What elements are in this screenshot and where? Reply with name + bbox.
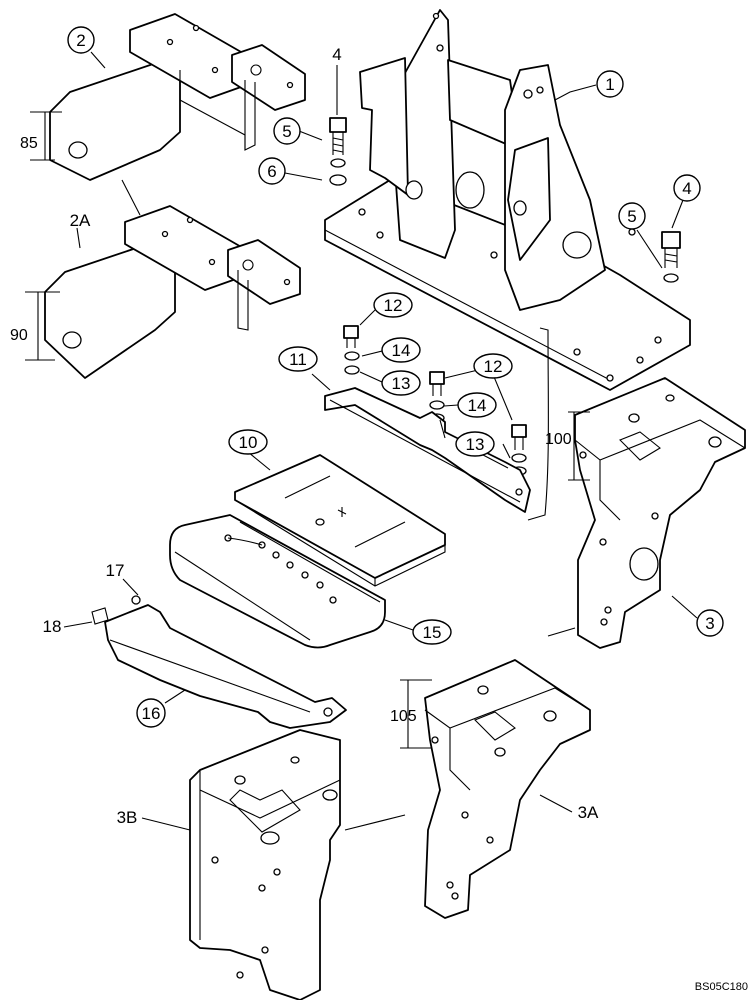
callout-12-left: 12 [373, 292, 413, 318]
part-15-cushion [169, 514, 386, 649]
link-line-2-2a [121, 179, 141, 216]
callout-13-left: 13 [381, 370, 421, 396]
bolt-12-right-upper [429, 371, 445, 396]
callout-4-right: 4 [673, 174, 701, 202]
svg-text:16: 16 [142, 704, 161, 723]
callout-2a: 2A [70, 211, 91, 230]
svg-text:1: 1 [605, 75, 614, 94]
svg-text:4: 4 [332, 45, 341, 64]
link-line-3a-3b [344, 814, 406, 831]
svg-text:11: 11 [289, 350, 307, 369]
link-line-3-3a [547, 627, 576, 637]
svg-text:17: 17 [106, 561, 125, 580]
svg-text:5: 5 [282, 122, 291, 141]
part-1-main-frame [324, 9, 691, 521]
callout-12-right: 12 [473, 353, 513, 379]
callout-10: 10 [228, 429, 268, 455]
part-3-bracket [574, 377, 746, 649]
svg-text:18: 18 [43, 617, 62, 636]
dimension-85-label: 85 [20, 135, 38, 152]
washer-5-right [663, 273, 679, 283]
svg-text:12: 12 [384, 296, 403, 315]
nut-6 [329, 174, 347, 186]
part-2-shield [49, 13, 306, 181]
part-3a-bracket [424, 659, 591, 919]
callout-14-left: 14 [381, 337, 421, 363]
callout-2: 2 [67, 26, 95, 54]
dimension-100-label: 100 [545, 431, 572, 448]
part-2a-shield [44, 205, 301, 379]
bolt-4-left [329, 117, 347, 155]
callout-6: 6 [258, 157, 286, 185]
svg-text:2: 2 [76, 31, 85, 50]
svg-text:4: 4 [682, 179, 691, 198]
dimension-105: 105 [390, 679, 432, 749]
part-3b-bracket [189, 729, 341, 1001]
svg-text:14: 14 [468, 396, 487, 415]
washer-14-left [344, 351, 360, 361]
svg-text:10: 10 [239, 433, 258, 452]
bolt-4-right [661, 231, 681, 268]
drawing-code: BS05C180 [695, 981, 748, 993]
svg-text:6: 6 [267, 162, 276, 181]
callout-11: 11 [278, 346, 318, 372]
callout-4-left: 4 [332, 45, 341, 64]
washer-13-left [344, 365, 360, 375]
dimension-85: 85 [20, 111, 62, 161]
svg-text:3: 3 [705, 614, 714, 633]
svg-text:13: 13 [466, 435, 485, 454]
callout-1: 1 [596, 70, 624, 98]
dimension-90: 90 [10, 291, 60, 361]
svg-text:2A: 2A [70, 211, 91, 230]
callout-5-right: 5 [618, 202, 646, 230]
callout-3: 3 [696, 609, 724, 637]
bolt-12-right-lower [511, 424, 527, 450]
dimension-100: 100 [545, 411, 590, 481]
dimension-90-label: 90 [10, 327, 28, 344]
svg-text:13: 13 [392, 374, 411, 393]
callout-3b: 3B [117, 808, 138, 827]
washer-14-right-upper [429, 400, 445, 410]
part-10-pad [234, 454, 446, 587]
bolt-12-left [343, 325, 359, 348]
callout-15: 15 [412, 619, 452, 645]
svg-text:15: 15 [423, 623, 442, 642]
callout-3a: 3A [578, 803, 599, 822]
callout-16: 16 [136, 698, 166, 728]
washer-5-left [330, 158, 346, 168]
svg-text:3B: 3B [117, 808, 138, 827]
callout-17: 17 [106, 561, 125, 580]
dimension-105-label: 105 [390, 708, 417, 725]
callout-18: 18 [43, 617, 62, 636]
part-11-bracket [324, 387, 531, 513]
callout-14-right: 14 [457, 392, 497, 418]
callout-5-left: 5 [273, 117, 301, 145]
part-16-rod [91, 595, 347, 729]
svg-text:12: 12 [484, 357, 503, 376]
svg-text:14: 14 [392, 341, 411, 360]
svg-text:5: 5 [627, 207, 636, 226]
leader-lines [63, 51, 698, 831]
svg-text:3A: 3A [578, 803, 599, 822]
callout-13-right: 13 [455, 431, 495, 457]
washer-14-right-lower [511, 453, 527, 463]
